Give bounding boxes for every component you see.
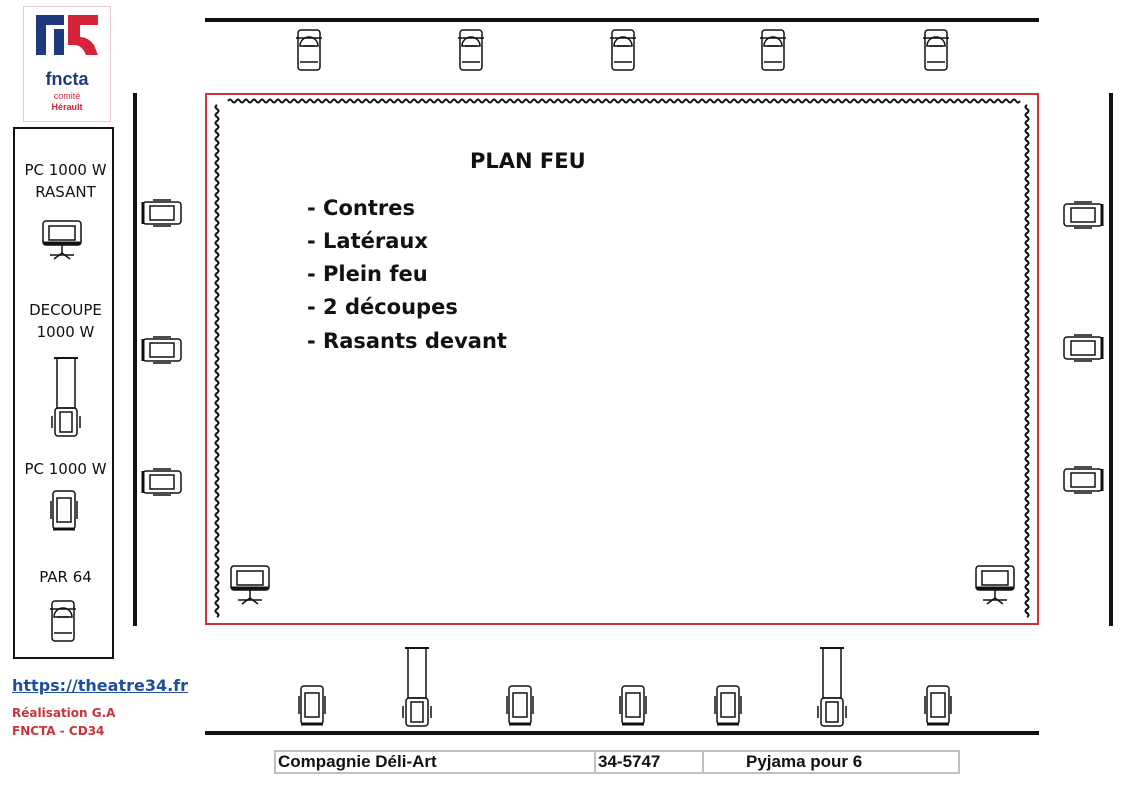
pc-rasant-icon	[975, 565, 1015, 605]
curtains	[214, 98, 1030, 618]
credit-author: Réalisation G.A	[12, 706, 116, 720]
logo-line2: Hérault	[51, 102, 83, 112]
fixtures	[141, 29, 1104, 727]
pc-1000w-icon	[141, 336, 182, 364]
par64-icon	[458, 29, 484, 71]
decoupe-1000w-icon	[817, 647, 847, 727]
par64-icon	[923, 29, 949, 71]
fncta-logo: fncta comité Hérault	[23, 6, 111, 122]
legend-label-pc-rasant: PC 1000 W RASANT	[24, 161, 107, 201]
pc-rasant-icon	[42, 220, 82, 260]
right-curtain	[1024, 104, 1030, 618]
legend-label-decoupe: DECOUPE 1000 W	[29, 301, 102, 341]
stage-area	[205, 93, 1039, 625]
legend-label-pc: PC 1000 W	[24, 460, 107, 478]
plan-item: - Plein feu	[307, 262, 428, 286]
pc-1000w-icon	[924, 685, 952, 726]
logo-line1: comité	[53, 91, 81, 101]
website-link[interactable]: https://theatre34.fr	[12, 676, 189, 695]
fncta-logo-mark	[36, 15, 98, 55]
pc-1000w-icon	[714, 685, 742, 726]
plan-item: - Contres	[307, 196, 415, 220]
left-curtain	[214, 104, 220, 618]
pc-1000w-icon	[50, 490, 78, 531]
decoupe-1000w-icon	[402, 647, 432, 727]
pc-1000w-icon	[1063, 201, 1104, 229]
company-name: Compagnie Déli-Art	[276, 752, 596, 772]
par64-icon	[610, 29, 636, 71]
legend-label-par64: PAR 64	[39, 568, 92, 586]
info-table: Compagnie Déli-Art 34-5747 Pyjama pour 6	[274, 750, 960, 774]
pc-1000w-icon	[298, 685, 326, 726]
logo-name: fncta	[45, 69, 89, 89]
pc-1000w-icon	[141, 199, 182, 227]
pc-1000w-icon	[619, 685, 647, 726]
pc-1000w-icon	[506, 685, 534, 726]
pc-rasant-icon	[230, 565, 270, 605]
legend-icons	[42, 220, 82, 642]
pc-1000w-icon	[141, 468, 182, 496]
back-curtain	[227, 98, 1021, 104]
par64-icon	[760, 29, 786, 71]
show-title: Pyjama pour 6	[746, 752, 863, 771]
par64-icon	[50, 600, 76, 642]
decoupe-1000w-icon	[51, 357, 81, 437]
plan-item: - 2 découpes	[307, 295, 458, 319]
plan-title: PLAN FEU	[470, 149, 586, 173]
legend-panel: PC 1000 W RASANT DECOUPE 1000 W PC 1000 …	[13, 127, 114, 659]
plan-item: - Latéraux	[307, 229, 428, 253]
par64-icon	[296, 29, 322, 71]
credit-org: FNCTA - CD34	[12, 724, 105, 738]
company-code: 34-5747	[596, 752, 704, 772]
pc-1000w-icon	[1063, 466, 1104, 494]
pc-1000w-icon	[1063, 334, 1104, 362]
plan-item: - Rasants devant	[307, 329, 507, 353]
